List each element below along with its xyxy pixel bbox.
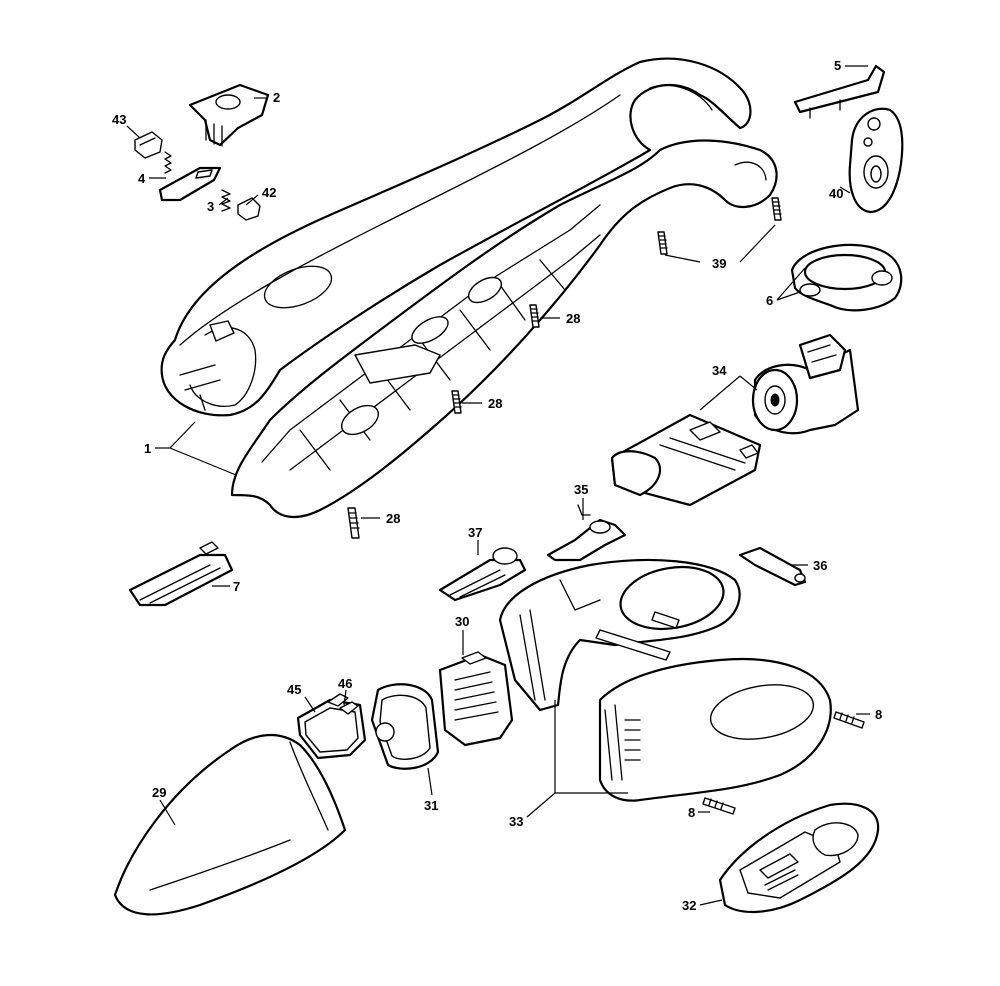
part-36-clip	[738, 546, 807, 587]
part-34-motor	[751, 333, 860, 435]
part-28-screw-c	[347, 507, 360, 539]
part-42-clip	[237, 197, 261, 221]
callout-32: 32	[682, 898, 696, 913]
part-8-screw-lower	[702, 797, 736, 815]
part-28-screw-a	[529, 304, 540, 328]
part-2-switch-cap	[188, 83, 270, 147]
callout-8-b: 8	[688, 805, 695, 820]
callout-2: 2	[273, 90, 280, 105]
part-39-screws	[657, 197, 782, 255]
callout-46: 46	[338, 676, 352, 691]
callout-35: 35	[574, 482, 588, 497]
part-34-battery-pack	[610, 413, 762, 507]
callout-5: 5	[834, 58, 841, 73]
callout-6: 6	[766, 293, 773, 308]
callout-1: 1	[144, 441, 151, 456]
part-5-latch	[793, 64, 886, 119]
part-46-latch-tab	[327, 693, 359, 715]
part-4-slide-plate	[158, 166, 222, 202]
leader-lines	[126, 65, 870, 906]
callout-28-b: 28	[488, 396, 502, 411]
spring-upper	[164, 151, 172, 174]
callout-28-a: 28	[566, 311, 580, 326]
callout-8-a: 8	[875, 707, 882, 722]
callout-40: 40	[829, 186, 843, 201]
part-30-filter	[438, 651, 514, 747]
part-43-clip	[134, 131, 163, 159]
part-7-terminal-clip	[128, 541, 234, 607]
callout-42: 42	[262, 185, 276, 200]
callout-28-c: 28	[386, 511, 400, 526]
part-28-screw-b	[451, 390, 462, 414]
part-6-ring	[790, 243, 903, 312]
callout-30: 30	[455, 614, 469, 629]
part-8-screw-upper	[833, 711, 865, 729]
callout-4: 4	[138, 171, 146, 186]
callout-29: 29	[152, 785, 166, 800]
part-37-slider	[438, 547, 527, 602]
callout-45: 45	[287, 682, 301, 697]
callout-36: 36	[813, 558, 827, 573]
callout-33: 33	[509, 814, 523, 829]
part-3-spring	[221, 189, 231, 212]
part-1-handle-housing	[160, 57, 778, 518]
callout-3: 3	[207, 199, 214, 214]
callout-31: 31	[424, 798, 438, 813]
part-35-actuator	[546, 504, 627, 562]
part-31-filter-frame	[370, 683, 440, 770]
callout-7: 7	[233, 579, 240, 594]
callout-37: 37	[468, 525, 482, 540]
callout-43: 43	[112, 112, 126, 127]
callout-39: 39	[712, 256, 726, 271]
part-29-bowl	[113, 733, 347, 916]
callout-labels: 2 43 4 3 42 5 40 39 6 28 28 28 1 34 35 3…	[112, 58, 882, 913]
callout-34: 34	[712, 363, 727, 378]
part-40-gasket	[848, 107, 904, 214]
part-32-base	[718, 802, 880, 913]
part-33-body-housing	[498, 558, 832, 802]
